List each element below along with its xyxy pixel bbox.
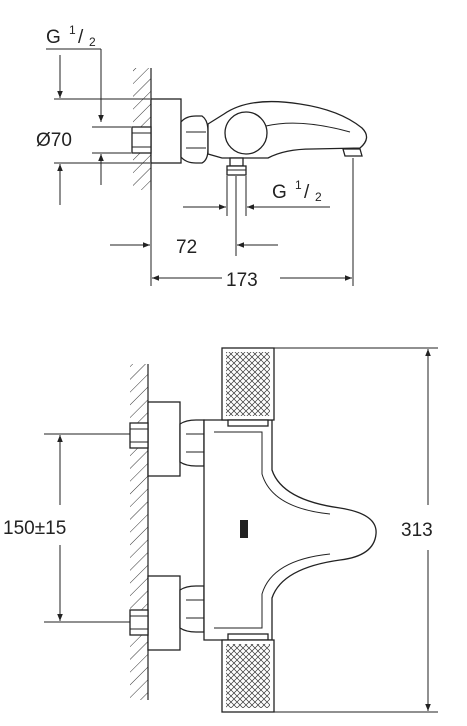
dim-72: 72 (110, 176, 278, 286)
svg-text:150±15: 150±15 (3, 518, 66, 539)
front-lower-connection (129, 575, 205, 651)
svg-text:G: G (272, 182, 287, 203)
svg-text:72: 72 (176, 237, 197, 258)
dim-150: 150±15 (0, 433, 130, 623)
side-nut (180, 115, 209, 164)
svg-text:2: 2 (89, 35, 96, 49)
svg-text:/: / (78, 27, 84, 48)
svg-text:313: 313 (401, 520, 433, 541)
side-bottom-outlet (226, 157, 247, 176)
dim-thread-top: G 1 / 2 (46, 23, 150, 122)
front-lower-handle (221, 633, 275, 713)
svg-text:2: 2 (315, 190, 322, 204)
front-wall (130, 364, 149, 700)
svg-text:Ø70: Ø70 (36, 130, 72, 151)
svg-text:/: / (304, 182, 310, 203)
front-upper-handle (221, 347, 275, 427)
dim-173: 173 (152, 158, 354, 291)
svg-text:G: G (46, 27, 61, 48)
side-spout (342, 148, 363, 157)
front-upper-connection (129, 401, 205, 477)
svg-text:1: 1 (69, 23, 76, 37)
svg-text:1: 1 (295, 178, 302, 192)
dim-diameter: Ø70 (36, 126, 150, 205)
side-escutcheon (131, 98, 182, 164)
svg-text:173: 173 (226, 270, 258, 291)
side-mixer-body (207, 100, 368, 159)
front-mixer-body (203, 419, 377, 641)
dim-thread-bottom: G 1 / 2 (183, 176, 330, 216)
front-view: 150±15 313 (0, 347, 458, 713)
side-view: G 1 / 2 Ø70 G 1 / 2 (36, 23, 368, 291)
dim-313: 313 (274, 347, 458, 713)
